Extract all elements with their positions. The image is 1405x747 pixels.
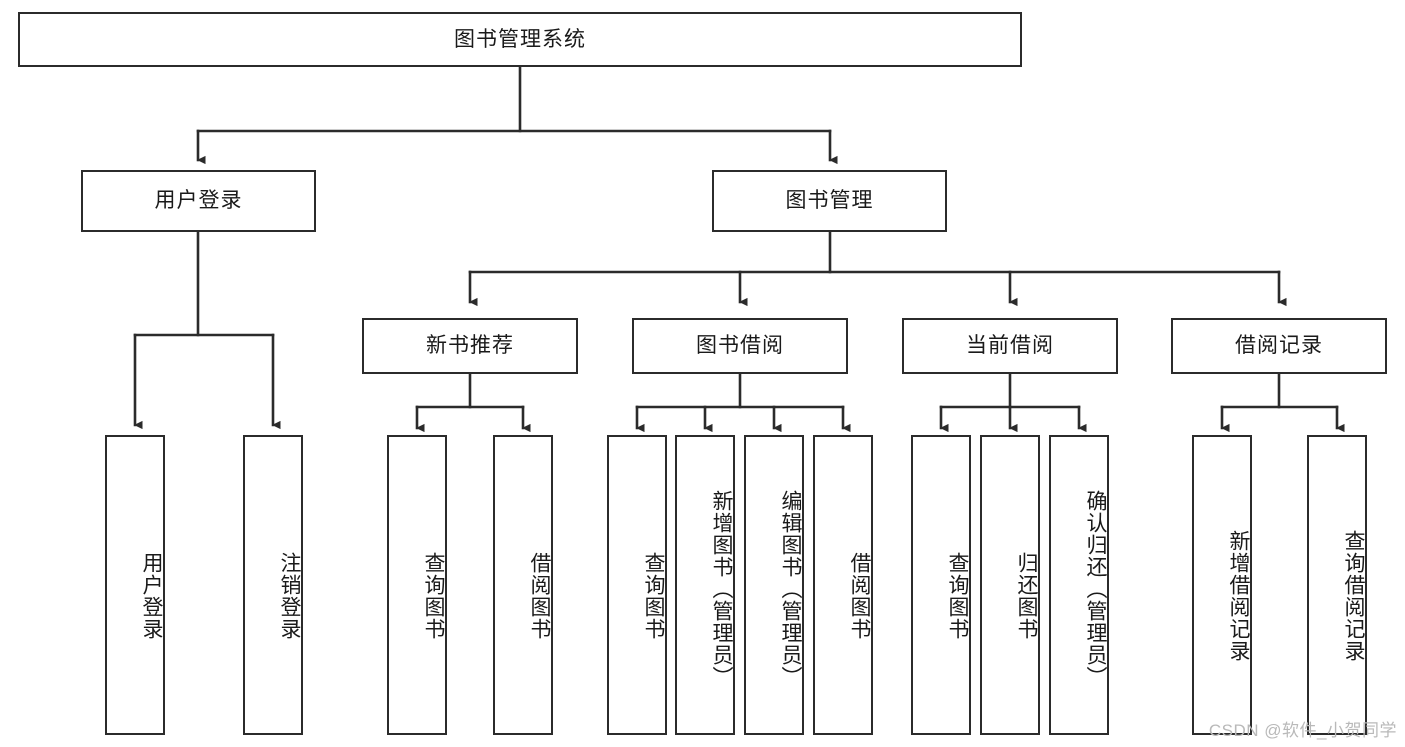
leaf-borrow-book-2-label: 借阅图书 bbox=[848, 552, 871, 640]
leaf-query-book-1[interactable]: 查询图书 bbox=[387, 435, 447, 735]
leaf-return-book[interactable]: 归还图书 bbox=[980, 435, 1040, 735]
node-user-login-label: 用户登录 bbox=[154, 189, 243, 213]
node-root-label: 图书管理系统 bbox=[454, 27, 586, 51]
leaf-query-book-2-label: 查询图书 bbox=[642, 552, 665, 640]
leaf-query-record-label: 查询借阅记录 bbox=[1342, 530, 1365, 662]
node-borrow-record-label: 借阅记录 bbox=[1235, 334, 1323, 358]
leaf-query-book-2[interactable]: 查询图书 bbox=[607, 435, 667, 735]
leaf-borrow-book-1-label: 借阅图书 bbox=[528, 552, 551, 640]
leaf-add-book[interactable]: 新增图书（管理员） bbox=[675, 435, 735, 735]
leaf-add-record[interactable]: 新增借阅记录 bbox=[1192, 435, 1252, 735]
node-root[interactable]: 图书管理系统 bbox=[18, 12, 1022, 67]
leaf-query-book-3-label: 查询图书 bbox=[946, 552, 969, 640]
node-new-book-recommend[interactable]: 新书推荐 bbox=[362, 318, 578, 374]
node-borrow-record[interactable]: 借阅记录 bbox=[1171, 318, 1387, 374]
leaf-borrow-book-2[interactable]: 借阅图书 bbox=[813, 435, 873, 735]
leaf-query-record[interactable]: 查询借阅记录 bbox=[1307, 435, 1367, 735]
leaf-confirm-return[interactable]: 确认归还（管理员） bbox=[1049, 435, 1109, 735]
leaf-edit-book-label: 编辑图书（管理员） bbox=[779, 490, 802, 688]
node-user-login[interactable]: 用户登录 bbox=[81, 170, 316, 232]
node-new-book-recommend-label: 新书推荐 bbox=[426, 334, 514, 358]
node-book-borrow[interactable]: 图书借阅 bbox=[632, 318, 848, 374]
node-book-borrow-label: 图书借阅 bbox=[696, 334, 784, 358]
watermark: CSDN @软件_小贺同学 bbox=[1208, 721, 1397, 740]
leaf-query-book-3[interactable]: 查询图书 bbox=[911, 435, 971, 735]
leaf-user-login-label: 用户登录 bbox=[140, 552, 163, 640]
leaf-user-login[interactable]: 用户登录 bbox=[105, 435, 165, 735]
leaf-add-record-label: 新增借阅记录 bbox=[1227, 530, 1250, 662]
node-current-borrow-label: 当前借阅 bbox=[966, 334, 1054, 358]
node-current-borrow[interactable]: 当前借阅 bbox=[902, 318, 1118, 374]
leaf-add-book-label: 新增图书（管理员） bbox=[710, 490, 733, 688]
leaf-edit-book[interactable]: 编辑图书（管理员） bbox=[744, 435, 804, 735]
leaf-user-logout[interactable]: 注销登录 bbox=[243, 435, 303, 735]
leaf-query-book-1-label: 查询图书 bbox=[422, 552, 445, 640]
node-book-manage-label: 图书管理 bbox=[785, 189, 874, 213]
leaf-confirm-return-label: 确认归还（管理员） bbox=[1084, 490, 1107, 688]
leaf-user-logout-label: 注销登录 bbox=[278, 552, 301, 640]
leaf-return-book-label: 归还图书 bbox=[1015, 552, 1038, 640]
leaf-borrow-book-1[interactable]: 借阅图书 bbox=[493, 435, 553, 735]
node-book-manage[interactable]: 图书管理 bbox=[712, 170, 947, 232]
